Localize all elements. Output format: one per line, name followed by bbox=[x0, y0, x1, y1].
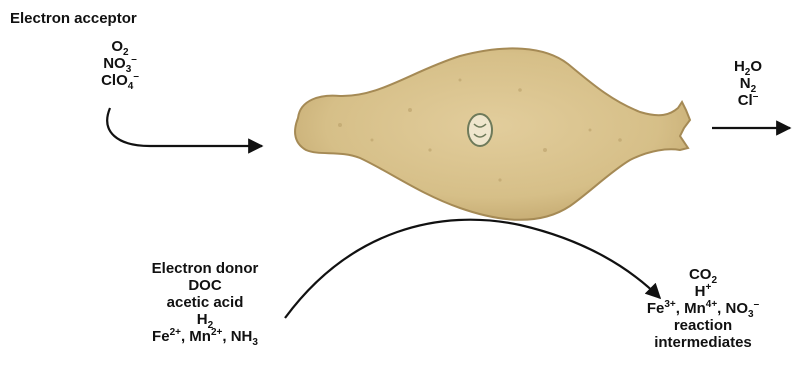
acceptor-block: Electron acceptor bbox=[10, 10, 210, 27]
donor-arrow bbox=[285, 220, 660, 318]
donor-block: Electron donor DOC acetic acid H2 Fe2+, … bbox=[115, 260, 295, 345]
o2-label: O2 bbox=[80, 38, 160, 55]
doc-label: DOC bbox=[115, 277, 295, 294]
clo4-label: ClO4– bbox=[80, 72, 160, 89]
bottom-products: CO2 H+ Fe3+, Mn4+, NO3– reaction interme… bbox=[618, 266, 788, 351]
n2-label: N2 bbox=[718, 75, 778, 92]
h2-label: H2 bbox=[115, 311, 295, 328]
donor-ions-label: Fe2+, Mn2+, NH3 bbox=[115, 328, 295, 345]
acceptor-species: O2 NO3– ClO4– bbox=[80, 38, 160, 89]
top-products: H2O N2 Cl– bbox=[718, 58, 778, 109]
nucleus-organelle-icon bbox=[468, 114, 492, 146]
h-plus-label: H+ bbox=[618, 283, 788, 300]
cl-label: Cl– bbox=[718, 92, 778, 109]
h2o-label: H2O bbox=[718, 58, 778, 75]
acceptor-title: Electron acceptor bbox=[10, 10, 210, 27]
intermediates-label: intermediates bbox=[618, 334, 788, 351]
reaction-label: reaction bbox=[618, 317, 788, 334]
product-ions-label: Fe3+, Mn4+, NO3– bbox=[618, 300, 788, 317]
acceptor-arrow bbox=[107, 108, 262, 146]
donor-title: Electron donor bbox=[115, 260, 295, 277]
acetic-label: acetic acid bbox=[115, 294, 295, 311]
co2-label: CO2 bbox=[618, 266, 788, 283]
no3-label: NO3– bbox=[80, 55, 160, 72]
